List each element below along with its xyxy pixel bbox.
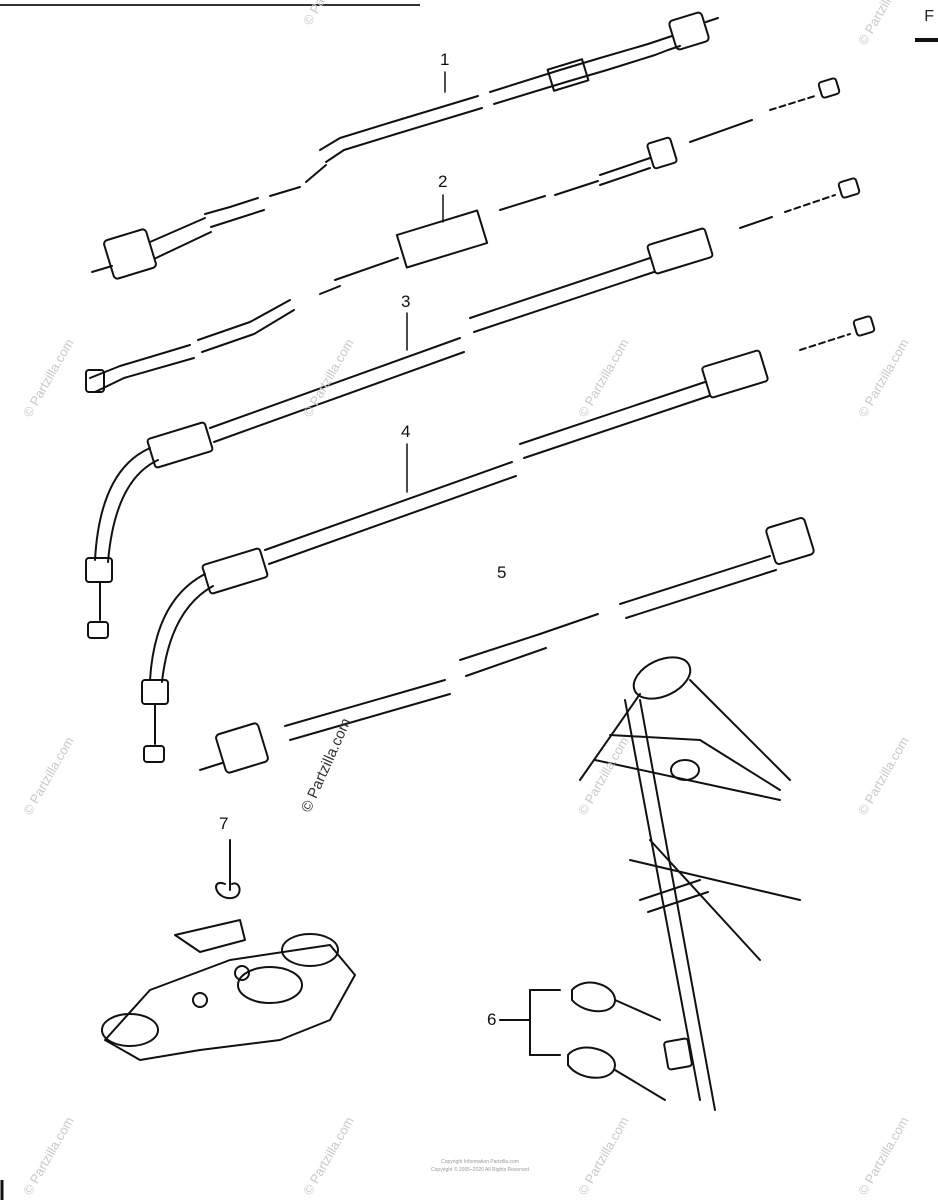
footer-copyright: Copyright Information Partzilla.com Copy…	[330, 1158, 630, 1174]
part-label-6: 6	[487, 1010, 497, 1029]
part-label-4: 4	[401, 422, 411, 441]
part-label-2: 2	[438, 172, 448, 191]
part-6-clamps-icon	[499, 981, 666, 1101]
label-leaders	[406, 71, 446, 493]
cable-1-speedometer-icon	[91, 11, 719, 280]
footer-line-2: Copyright © 2005–2020 All Rights Reserve…	[431, 1167, 529, 1173]
cable-3-long-icon	[85, 177, 861, 639]
part-label-3: 3	[401, 292, 411, 311]
cable-5-tachometer-icon	[199, 516, 815, 774]
frame-section-icon	[579, 656, 801, 1111]
part-label-1: 1	[440, 50, 450, 69]
page-corner-letter: F	[924, 8, 934, 25]
cable-4-icon	[141, 315, 876, 763]
part-label-7: 7	[219, 814, 229, 833]
footer-line-1: Copyright Information Partzilla.com	[441, 1159, 519, 1165]
cable-2-adjuster-icon	[319, 77, 841, 295]
part-7-bracket-icon	[101, 839, 356, 1061]
part-label-5: 5	[497, 563, 507, 582]
